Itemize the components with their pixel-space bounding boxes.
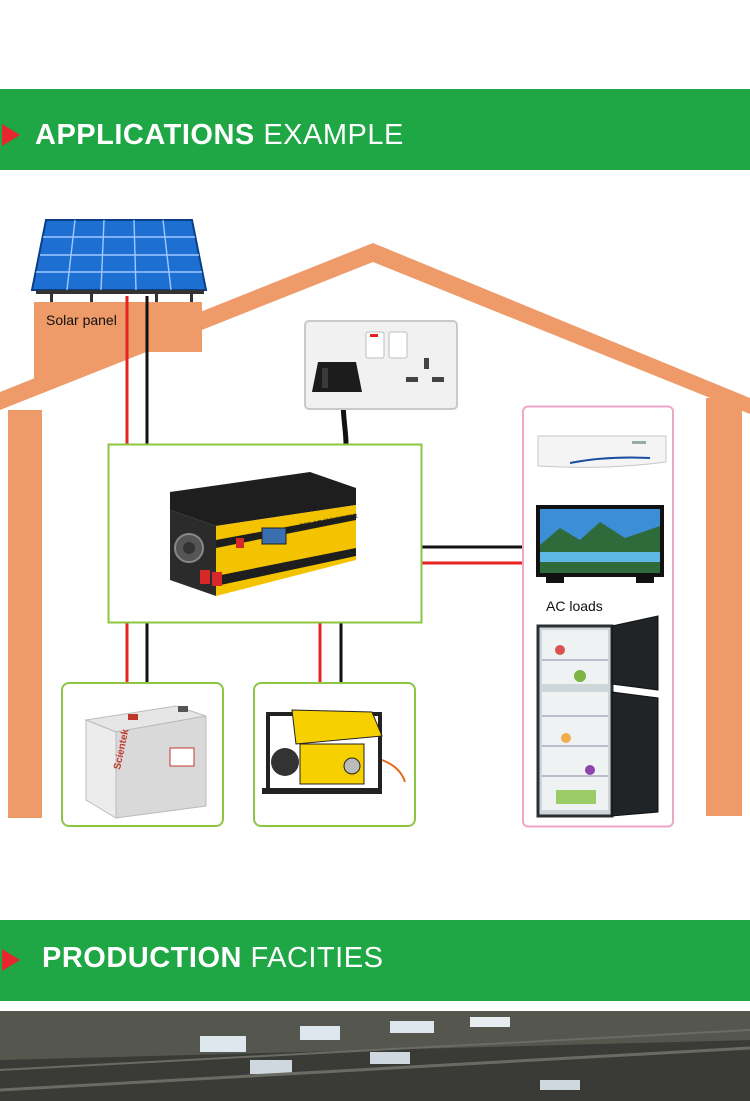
solar-panel bbox=[30, 219, 208, 302]
generator bbox=[262, 709, 406, 794]
production-title-bold: PRODUCTION bbox=[42, 942, 242, 974]
house-wall-right bbox=[706, 398, 742, 816]
factory-photo bbox=[0, 1011, 750, 1101]
applications-title-light: EXAMPLE bbox=[263, 119, 404, 151]
applications-title: APPLICATIONS EXAMPLE bbox=[35, 119, 404, 152]
battery bbox=[84, 705, 207, 819]
production-title: PRODUCTION FACITIES bbox=[42, 942, 383, 975]
wall-socket bbox=[304, 320, 458, 410]
refrigerator bbox=[536, 615, 659, 818]
house-chimney-shade bbox=[34, 330, 202, 380]
television bbox=[536, 505, 664, 583]
air-conditioner bbox=[537, 435, 667, 468]
applications-title-bold: APPLICATIONS bbox=[35, 119, 255, 151]
production-banner: PRODUCTION FACITIES bbox=[0, 920, 750, 1001]
arrow-icon bbox=[2, 124, 20, 146]
house-wall-left bbox=[8, 410, 42, 818]
arrow-icon bbox=[2, 949, 20, 971]
inverter-frame bbox=[107, 443, 423, 624]
inverter bbox=[170, 472, 356, 596]
production-title-light: FACITIES bbox=[250, 942, 384, 974]
solar-panel-label: Solar panel bbox=[46, 312, 117, 328]
ac-loads-label: AC loads bbox=[546, 598, 603, 614]
applications-banner: APPLICATIONS EXAMPLE bbox=[0, 89, 750, 170]
